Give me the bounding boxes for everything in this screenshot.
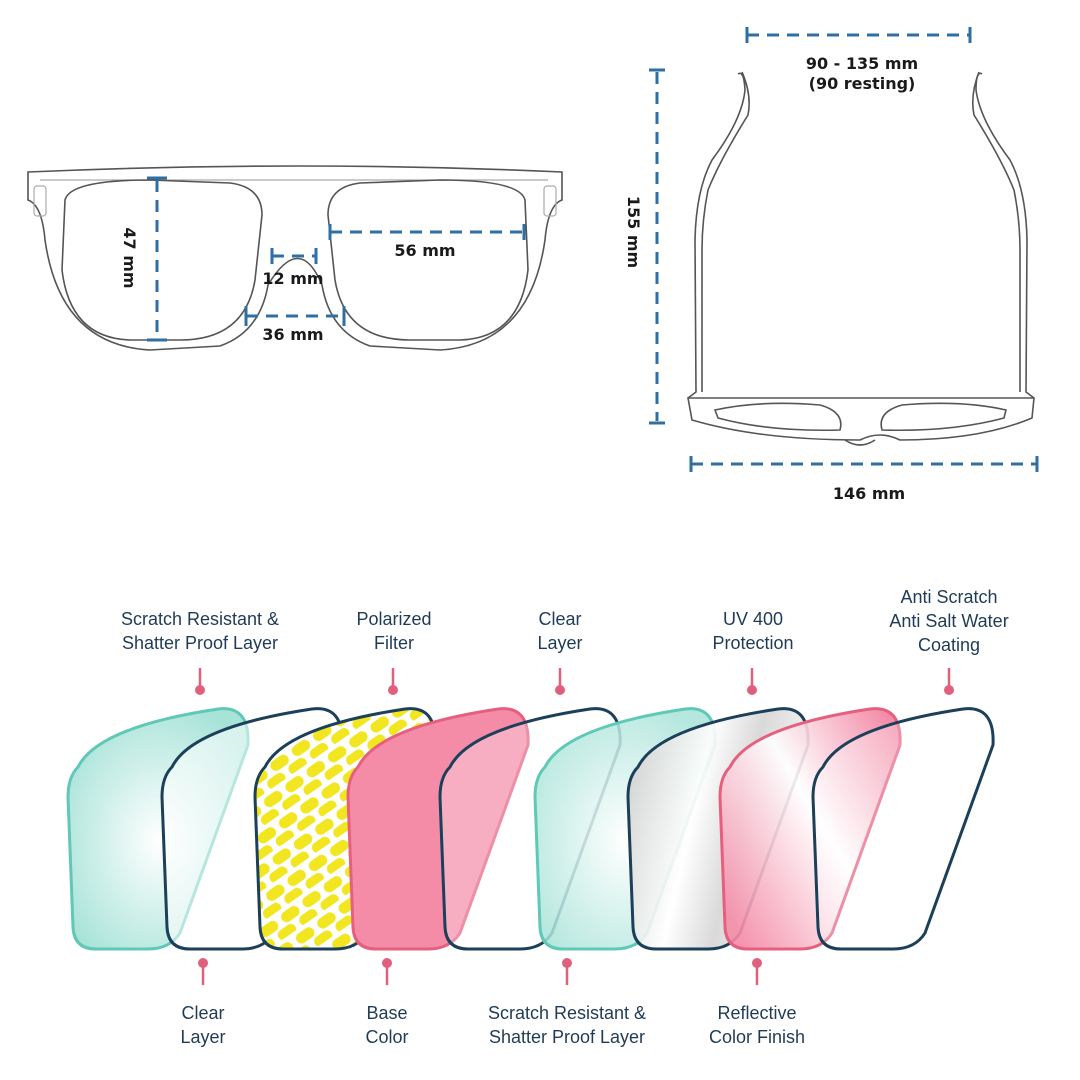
frame-width-label: 146 mm (833, 484, 905, 503)
label-line: Color Finish (709, 1027, 805, 1047)
layer-label-top-3: Clear Layer (537, 609, 583, 695)
temple-length-label: 155 mm (624, 196, 643, 268)
front-dimensions: 47 mm 56 mm 12 mm 36 mm (120, 176, 526, 344)
label-line: Clear (538, 609, 581, 629)
front-view-glasses (27, 165, 563, 351)
bridge-label: 12 mm (262, 269, 323, 288)
head-width-label: 90 - 135 mm (806, 54, 918, 73)
label-line: Shatter Proof Layer (122, 633, 278, 653)
lens-layers (66, 707, 995, 951)
top-view-glasses (687, 71, 1035, 446)
nose-width-label: 36 mm (262, 325, 323, 344)
pin-dot (944, 685, 954, 695)
label-line: Layer (180, 1027, 225, 1047)
lens-height-label: 47 mm (120, 227, 139, 288)
label-line: Filter (374, 633, 414, 653)
label-line: Scratch Resistant & (121, 609, 279, 629)
top-dimensions: 155 mm 90 - 135 mm (90 resting) 146 mm (624, 27, 1039, 503)
label-line: Reflective (717, 1003, 796, 1023)
label-line: Clear (181, 1003, 224, 1023)
label-line: Anti Salt Water (889, 611, 1008, 631)
layer-label-bottom-3: Scratch Resistant & Shatter Proof Layer (488, 958, 646, 1047)
label-line: Coating (918, 635, 980, 655)
label-line: Shatter Proof Layer (489, 1027, 645, 1047)
pin-dot (747, 685, 757, 695)
label-line: Anti Scratch (900, 587, 997, 607)
layer-label-bottom-4: Reflective Color Finish (709, 958, 805, 1047)
label-line: Polarized (356, 609, 431, 629)
layer-label-bottom-1: Clear Layer (180, 958, 226, 1047)
lens-width-label: 56 mm (394, 241, 455, 260)
label-line: Scratch Resistant & (488, 1003, 646, 1023)
layer-label-bottom-2: Base Color (365, 958, 409, 1047)
pin-dot (555, 685, 565, 695)
layer-label-top-4: UV 400 Protection (712, 609, 794, 695)
label-line: Layer (537, 633, 582, 653)
layer-label-top-1: Scratch Resistant & Shatter Proof Layer (121, 609, 279, 695)
layer-label-top-2: Polarized Filter (356, 609, 432, 695)
pin-dot (388, 685, 398, 695)
label-line: UV 400 (723, 609, 783, 629)
head-width-note: (90 resting) (809, 74, 916, 93)
pin-dot (195, 685, 205, 695)
layer-label-top-5: Anti Scratch Anti Salt Water Coating (889, 587, 1009, 695)
label-line: Protection (712, 633, 793, 653)
label-line: Color (365, 1027, 408, 1047)
label-line: Base (366, 1003, 407, 1023)
